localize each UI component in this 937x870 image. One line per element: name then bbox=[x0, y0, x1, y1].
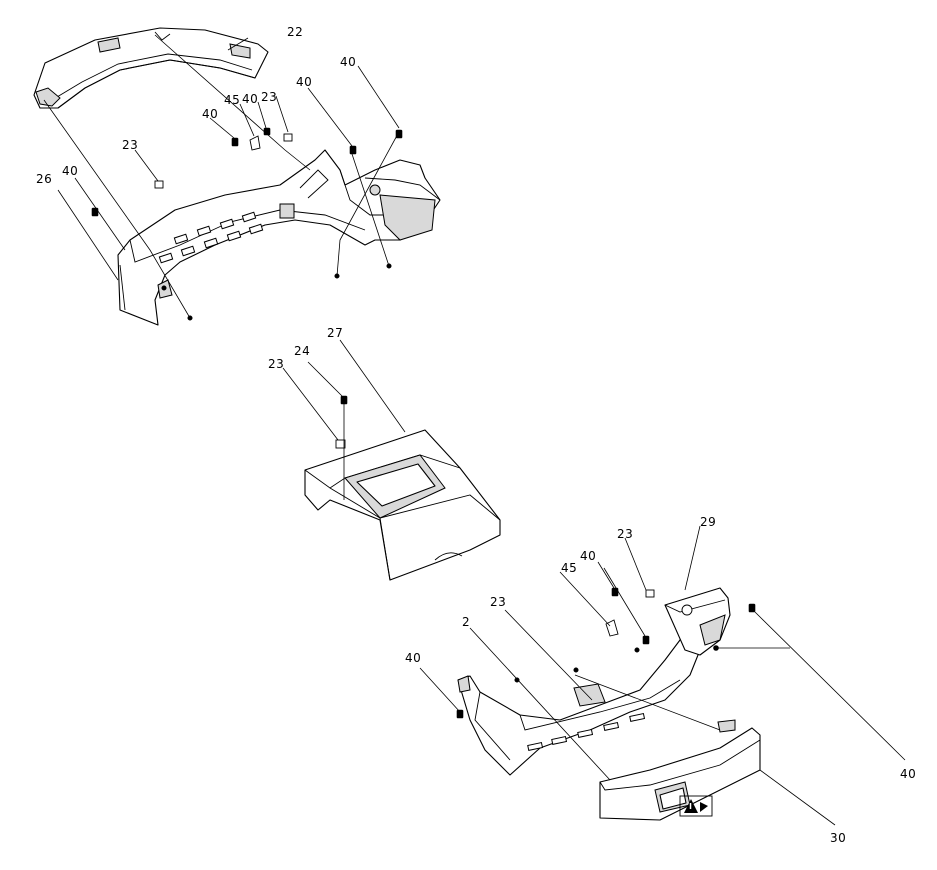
screw-40-c bbox=[231, 137, 239, 147]
clip-45-top bbox=[249, 135, 261, 151]
clip-23-left bbox=[154, 180, 164, 189]
clip-23-top bbox=[283, 133, 293, 142]
part-26-upper-frame bbox=[117, 149, 441, 326]
label-27: 27 bbox=[327, 326, 343, 340]
part-30-bumper-cover bbox=[599, 719, 761, 821]
top-fasteners bbox=[91, 127, 403, 321]
lower-leaders bbox=[419, 525, 906, 826]
part-29-bracket bbox=[664, 587, 731, 656]
label-23: 23 bbox=[490, 595, 506, 609]
warning-triangle-icon bbox=[684, 799, 698, 813]
top-leaders bbox=[43, 34, 401, 319]
label-30: 30 bbox=[830, 831, 846, 845]
part-22-top-cover bbox=[33, 27, 269, 109]
label-40: 40 bbox=[296, 75, 312, 89]
label-29: 29 bbox=[700, 515, 716, 529]
screw-40-left bbox=[91, 207, 99, 217]
screw-24 bbox=[340, 395, 348, 405]
label-22: 22 bbox=[287, 25, 303, 39]
part-2-lower-frame bbox=[457, 609, 711, 776]
label-23: 23 bbox=[617, 527, 633, 541]
callout-labels: 22 40 40 23 45 40 40 23 26 40 27 24 23 2… bbox=[36, 25, 916, 845]
lower-fasteners bbox=[456, 587, 756, 719]
screw-40-lowleft bbox=[456, 709, 464, 719]
clip-45-br bbox=[605, 619, 619, 637]
clip-23-br bbox=[645, 589, 655, 598]
label-23: 23 bbox=[268, 357, 284, 371]
label-40: 40 bbox=[62, 164, 78, 178]
label-23: 23 bbox=[122, 138, 138, 152]
label-40: 40 bbox=[405, 651, 421, 665]
clip-23-mid bbox=[335, 439, 346, 449]
screw-40-a bbox=[395, 129, 403, 139]
part-27-console-cover bbox=[282, 339, 501, 581]
arrow-icon bbox=[700, 802, 708, 812]
label-40: 40 bbox=[580, 549, 596, 563]
label-45: 45 bbox=[224, 93, 240, 107]
label-23: 23 bbox=[261, 90, 277, 104]
screw-40-br2 bbox=[642, 635, 650, 645]
label-45: 45 bbox=[561, 561, 577, 575]
label-26: 26 bbox=[36, 172, 52, 186]
label-40: 40 bbox=[900, 767, 916, 781]
label-2: 2 bbox=[462, 615, 470, 629]
screw-40-b bbox=[349, 145, 357, 155]
label-40: 40 bbox=[202, 107, 218, 121]
label-40: 40 bbox=[242, 92, 258, 106]
label-40: 40 bbox=[340, 55, 356, 69]
label-24: 24 bbox=[294, 344, 310, 358]
screw-40-br1 bbox=[611, 587, 619, 597]
